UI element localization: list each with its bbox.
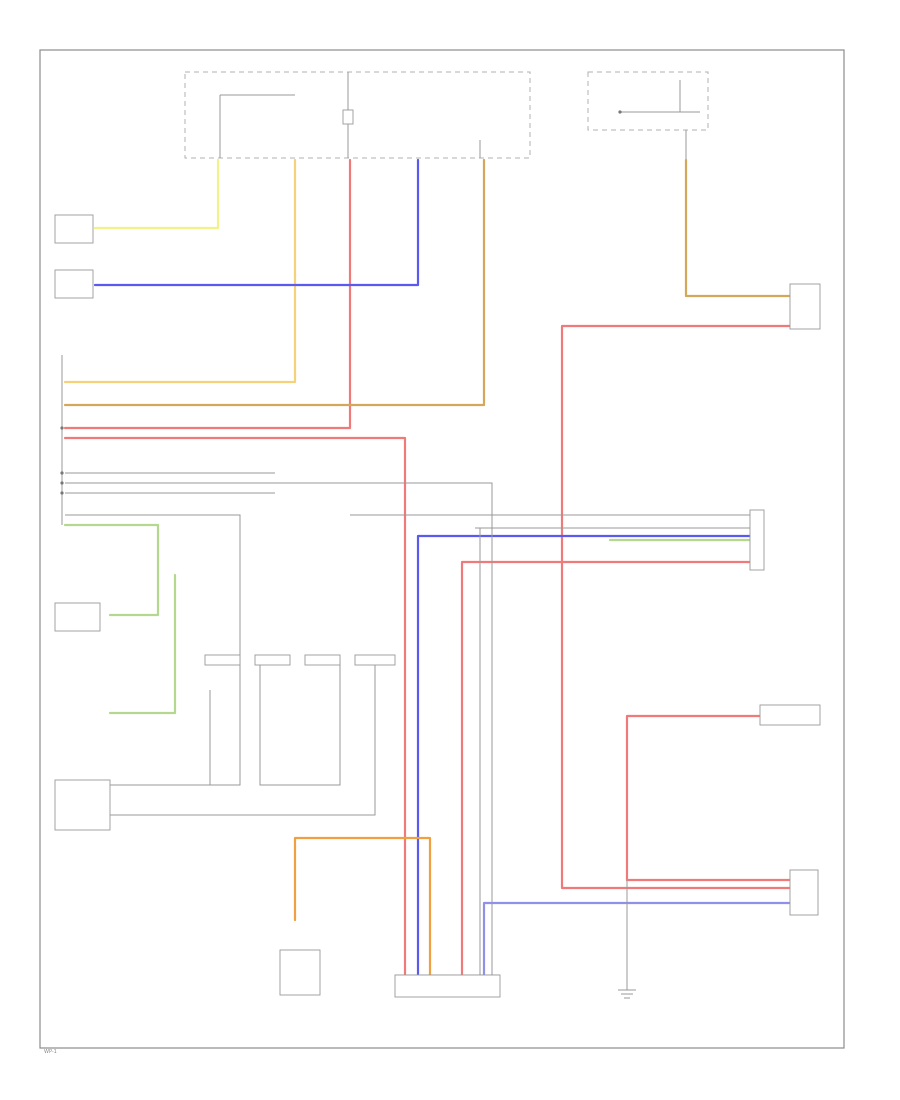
fuel-pump-relay — [587, 71, 709, 160]
wire-gray-7 — [110, 660, 376, 816]
diagram-frame — [39, 49, 845, 1049]
wire-gray-8 — [259, 660, 341, 786]
wire-tan-1 — [63, 158, 486, 407]
bottom-component-left — [279, 949, 321, 996]
mid-connector-1 — [204, 654, 241, 666]
left-connector-2 — [54, 269, 94, 299]
mid-connector-3 — [304, 654, 341, 666]
wire-red-1 — [63, 158, 352, 430]
wire-violet-1 — [482, 901, 792, 977]
right-connector-3 — [789, 869, 819, 916]
left-connector-4 — [54, 779, 111, 831]
wire-green-1 — [63, 523, 160, 617]
wire-red-3 — [560, 324, 792, 890]
ground-symbol — [618, 989, 636, 999]
wire-red-4 — [460, 560, 752, 977]
wire-tan-2 — [684, 158, 792, 298]
right-connector-2 — [749, 509, 765, 571]
ecm-connector-column — [60, 355, 64, 525]
wire-orange-1 — [293, 836, 432, 977]
wire-red-5 — [625, 714, 762, 882]
wire-yellow-1 — [93, 158, 220, 230]
mid-connector-4 — [354, 654, 396, 666]
wire-gray-1 — [65, 482, 493, 975]
left-connector-1 — [54, 214, 94, 244]
wire-blue-2 — [416, 534, 752, 977]
right-connector-1 — [789, 283, 821, 330]
mid-connector-2 — [254, 654, 291, 666]
right-connector-4 — [759, 704, 821, 726]
page-label: WP-1 — [44, 1049, 57, 1055]
fuse-relay-box — [184, 71, 531, 159]
wire-green-2 — [108, 573, 177, 715]
left-connector-3 — [54, 602, 101, 632]
fuse-symbol — [342, 109, 354, 125]
bottom-connector-main — [394, 974, 501, 998]
wire-blue-1 — [93, 158, 420, 287]
wire-red-2 — [63, 436, 407, 977]
wire-yellow-2 — [63, 158, 297, 384]
wire-gray-4 — [65, 514, 241, 786]
